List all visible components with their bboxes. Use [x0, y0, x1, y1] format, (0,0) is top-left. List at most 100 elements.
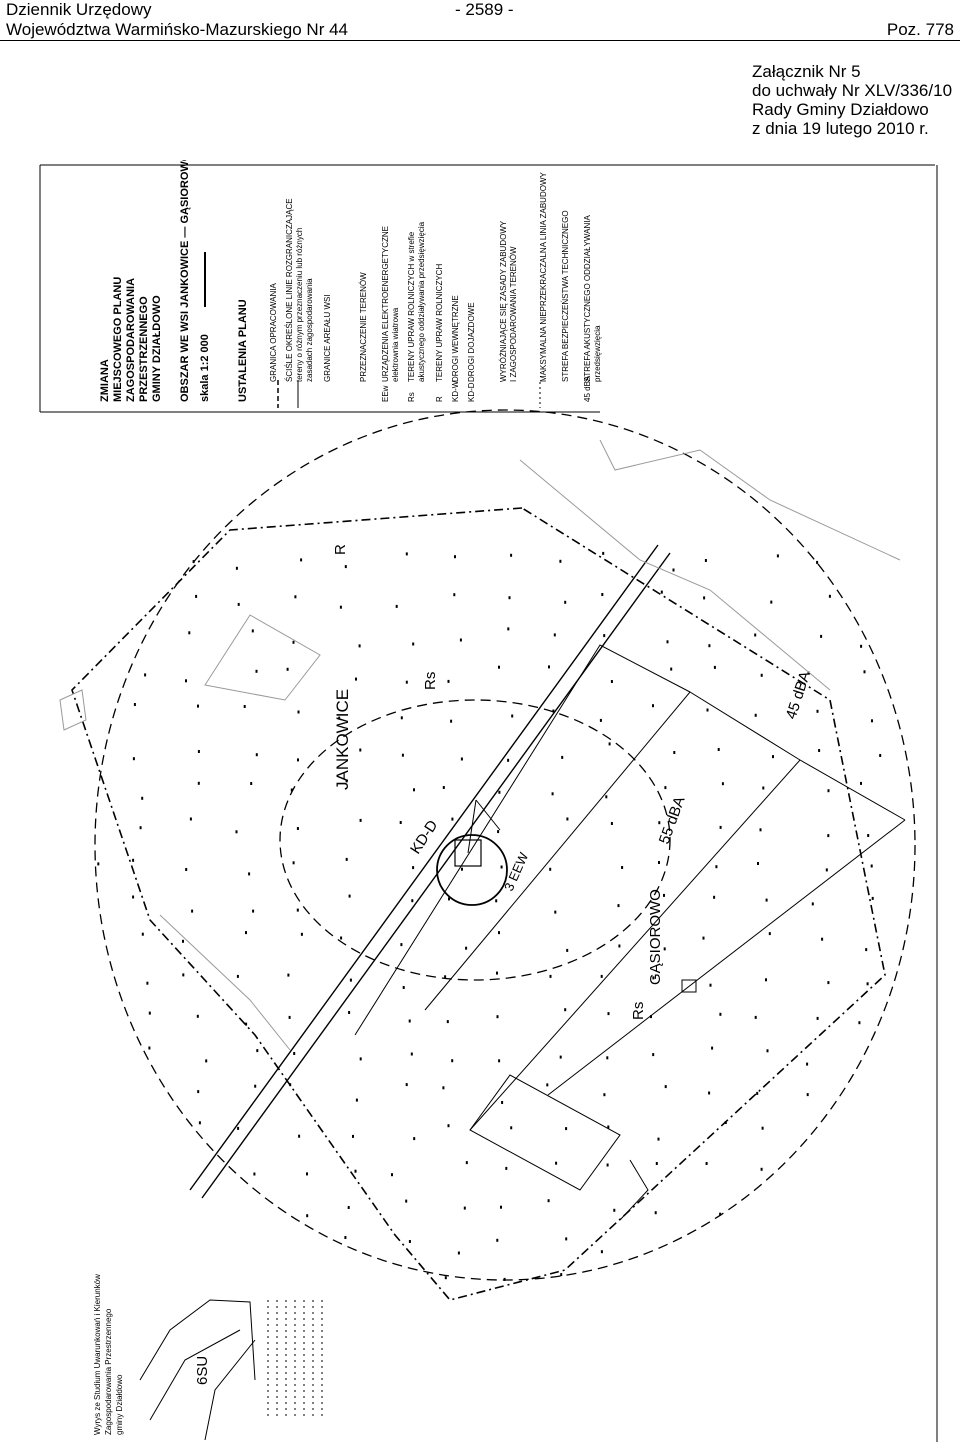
field-dot — [400, 716, 403, 720]
field-dot — [719, 825, 722, 829]
field-dot — [757, 862, 759, 865]
field-dot — [447, 679, 450, 683]
field-dot — [148, 1011, 151, 1015]
field-dot — [465, 1161, 468, 1165]
plan-map: ZMIANA MIEJSCOWEGO PLANU ZAGOSPODAROWANI… — [39, 160, 938, 1442]
field-dot — [401, 753, 404, 757]
legend-kdd-code: KD-D — [467, 382, 476, 402]
field-dot — [768, 932, 771, 936]
field-dot — [495, 899, 498, 903]
field-dot — [719, 1212, 722, 1216]
field-dot — [287, 973, 290, 977]
field-dot — [754, 633, 757, 637]
field-dot — [450, 719, 453, 723]
field-dot — [451, 817, 454, 821]
field-dot — [510, 553, 513, 557]
field-dot — [655, 1162, 658, 1165]
inset-roads — [139, 1299, 256, 1381]
field-dot — [465, 946, 468, 950]
field-dot — [606, 1056, 609, 1060]
field-dot — [286, 667, 289, 671]
field-dot — [654, 1211, 657, 1215]
field-dot — [548, 665, 550, 669]
legend-village-bounds: GRANICE AREAŁU WSI — [323, 294, 332, 382]
field-dot — [453, 593, 456, 597]
legend-eew: URZĄDZENIA ELEKTROENERGETYCZNE — [381, 226, 390, 382]
legend-kdw-code: KD-W — [451, 380, 460, 402]
field-dot — [146, 981, 149, 985]
field-dot — [191, 909, 194, 913]
label-station: 3 EEW — [501, 849, 531, 893]
field-dot — [657, 1137, 660, 1141]
field-dot — [602, 551, 605, 555]
field-dot — [237, 602, 240, 606]
field-dot — [339, 605, 342, 609]
field-dot — [603, 1093, 606, 1097]
attachment-line-3: Rady Gminy Działdowo — [752, 100, 929, 119]
label-55dba: 55 dBA — [656, 794, 689, 846]
field-dot — [144, 673, 147, 677]
field-dot — [405, 680, 408, 684]
field-dot — [553, 633, 556, 637]
legend-kdd: DROGI DOJAZDOWE — [467, 302, 476, 382]
field-dot — [600, 974, 603, 978]
turbine-square — [454, 839, 482, 867]
field-dot — [185, 679, 187, 683]
parcel-line-3 — [469, 759, 906, 1131]
turbine-access — [467, 799, 477, 854]
field-dot — [860, 644, 863, 648]
field-dot — [141, 932, 144, 936]
field-dot — [806, 1093, 809, 1097]
field-dot — [292, 861, 295, 865]
field-dot — [133, 703, 136, 706]
field-dot — [879, 754, 882, 757]
field-dot — [806, 1062, 809, 1066]
field-dot — [672, 568, 675, 572]
field-dot — [865, 948, 868, 952]
field-dot — [501, 1101, 504, 1104]
field-dot — [245, 931, 247, 935]
field-dot — [290, 788, 293, 792]
field-dot — [182, 939, 184, 943]
field-dot — [621, 866, 624, 869]
grey-parcel-2 — [59, 689, 87, 731]
inset-label-6su: 6SU — [194, 1356, 211, 1385]
field-dot — [762, 786, 765, 790]
field-dot — [297, 710, 300, 714]
field-dot — [827, 981, 830, 985]
legend-max-line: MAKSYMALNA NIEPRZEKRACZALNA LINIA ZABUDO… — [539, 172, 548, 382]
field-dot — [255, 669, 258, 673]
field-dot — [148, 1046, 151, 1050]
field-dot — [300, 932, 303, 936]
field-dot — [411, 899, 414, 903]
field-dot — [189, 817, 192, 821]
field-dot — [765, 978, 767, 982]
field-dot — [776, 554, 779, 558]
attachment-line-1: Załącznik Nr 5 — [752, 62, 861, 81]
field-dot — [705, 1162, 708, 1165]
field-dot — [600, 1250, 603, 1254]
field-dot — [561, 755, 564, 759]
field-dot — [454, 555, 456, 559]
field-dot — [413, 788, 415, 792]
field-dot — [347, 1206, 350, 1209]
field-dot — [559, 1055, 562, 1059]
legend-eew-2: elektrownia wiatrowa — [391, 307, 400, 382]
field-dot — [461, 867, 463, 871]
field-dot — [708, 644, 711, 648]
field-dot — [652, 704, 654, 708]
field-dot — [703, 596, 706, 600]
field-dot — [754, 1015, 757, 1019]
road-kdd-edge-1 — [189, 544, 659, 1191]
field-dot — [197, 781, 200, 785]
journal-region: Województwa Warmińsko-Mazurskiego Nr 44 — [6, 20, 348, 39]
field-dot — [444, 1276, 447, 1280]
field-dot — [766, 1049, 769, 1053]
field-dot — [197, 1090, 200, 1094]
label-45dba: 45 dBA — [783, 669, 814, 721]
label-rs-north: Rs — [422, 672, 439, 690]
field-dot — [197, 750, 200, 753]
field-dot — [715, 865, 718, 869]
field-dot — [236, 974, 239, 978]
small-building — [681, 979, 697, 993]
